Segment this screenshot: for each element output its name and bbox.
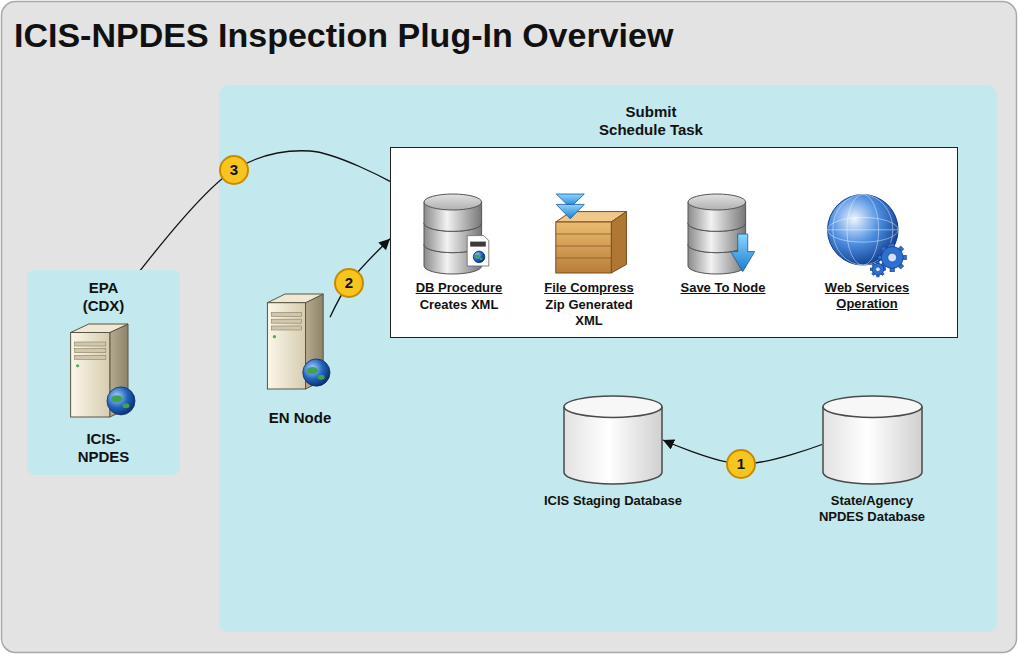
node-label: State/Agency NPDES Database	[813, 493, 931, 524]
cylinder-body	[823, 407, 922, 484]
node-label: EN Node	[250, 409, 350, 427]
node-label: ICIS-NPDES	[68, 430, 140, 466]
cylinder-top	[564, 396, 662, 417]
globe-symbol	[303, 359, 330, 386]
database-top	[424, 194, 482, 210]
power-light	[76, 364, 79, 367]
drive-bay	[271, 326, 301, 330]
icon-part	[731, 234, 755, 272]
gear-hole	[888, 253, 897, 262]
drive-bay	[271, 312, 301, 316]
icon-group	[71, 324, 135, 417]
icon-group	[823, 396, 922, 484]
diagram-title: ICIS-NPDES Inspection Plug-In Overview	[14, 16, 673, 55]
node-label: ICIS Staging Database	[538, 493, 688, 509]
task-box: Submit Schedule TaskDB ProcedureCreates …	[390, 147, 958, 338]
icon-group	[267, 294, 330, 389]
globe-land	[122, 403, 129, 408]
database-cylinder: ICIS Staging Database	[538, 393, 688, 518]
server-icon	[65, 323, 135, 418]
globe-symbol	[473, 251, 485, 263]
flow-arrow	[330, 239, 390, 318]
database-cylinder: State/Agency NPDES Database	[797, 393, 947, 535]
box-heading: Submit Schedule Task	[594, 103, 708, 139]
node-label: DB Procedure	[405, 280, 513, 296]
icon-part	[467, 236, 489, 266]
doc-band	[470, 242, 486, 247]
gear-symbol	[872, 263, 884, 275]
web-icon	[825, 192, 909, 276]
cyl-icon	[563, 395, 663, 485]
callout-number: 2	[334, 268, 364, 298]
task-step: Web Services Operation	[809, 188, 925, 333]
drive-bay	[75, 342, 106, 346]
crate-plank	[556, 258, 611, 259]
node-label: Zip Generated XML	[539, 297, 639, 328]
agency-panel	[219, 85, 997, 632]
drive-bay	[75, 349, 106, 353]
crate-icon	[552, 194, 628, 274]
crate-plank	[556, 234, 611, 235]
task-step: File CompressZip Generated XML	[534, 188, 644, 333]
node-label: EPA (CDX)	[73, 279, 135, 315]
icon-part	[71, 324, 128, 333]
globe-land	[307, 367, 318, 374]
task-step: Save To Node	[668, 188, 778, 333]
icon-group	[556, 194, 627, 273]
node-label: File Compress	[535, 280, 643, 296]
server-case	[71, 333, 110, 418]
task-step: DB ProcedureCreates XML	[404, 188, 514, 333]
globe-parallel	[828, 217, 899, 242]
database-top	[688, 194, 746, 210]
globe-symbol	[107, 387, 135, 415]
system-panel: EPA (CDX) ICIS-NPDES	[27, 270, 180, 475]
icon-group	[424, 194, 489, 274]
cyl-icon	[822, 395, 923, 485]
dbsave-icon	[688, 194, 760, 274]
node-label: Creates XML	[405, 297, 513, 313]
icon-part	[556, 204, 584, 218]
globe-land	[480, 258, 483, 260]
drive-bay	[271, 319, 301, 323]
icon-group	[688, 194, 755, 274]
gear-symbol	[881, 247, 903, 269]
crate-front	[556, 222, 611, 273]
globe-land	[475, 255, 480, 258]
drive-bay	[75, 355, 106, 359]
dbxml-icon	[424, 194, 496, 274]
icon-group	[564, 396, 662, 484]
globe-equator	[828, 229, 899, 230]
callout-number: 1	[726, 449, 756, 479]
server-icon	[262, 293, 330, 390]
gear-hole	[876, 267, 881, 272]
crate-plank	[556, 246, 611, 247]
node-label: Web Services Operation	[817, 280, 917, 311]
server-node: EN Node	[245, 290, 355, 435]
node-label: Save To Node	[669, 280, 777, 296]
server-case	[267, 303, 305, 389]
power-light	[273, 335, 276, 338]
callout-number: 3	[219, 155, 249, 185]
globe-land	[318, 375, 325, 380]
icon-group	[828, 195, 907, 277]
icon-part	[611, 212, 626, 273]
cylinder-top	[823, 396, 922, 417]
icon-part	[267, 294, 323, 303]
cylinder-body	[564, 407, 662, 484]
globe-land	[111, 395, 122, 402]
